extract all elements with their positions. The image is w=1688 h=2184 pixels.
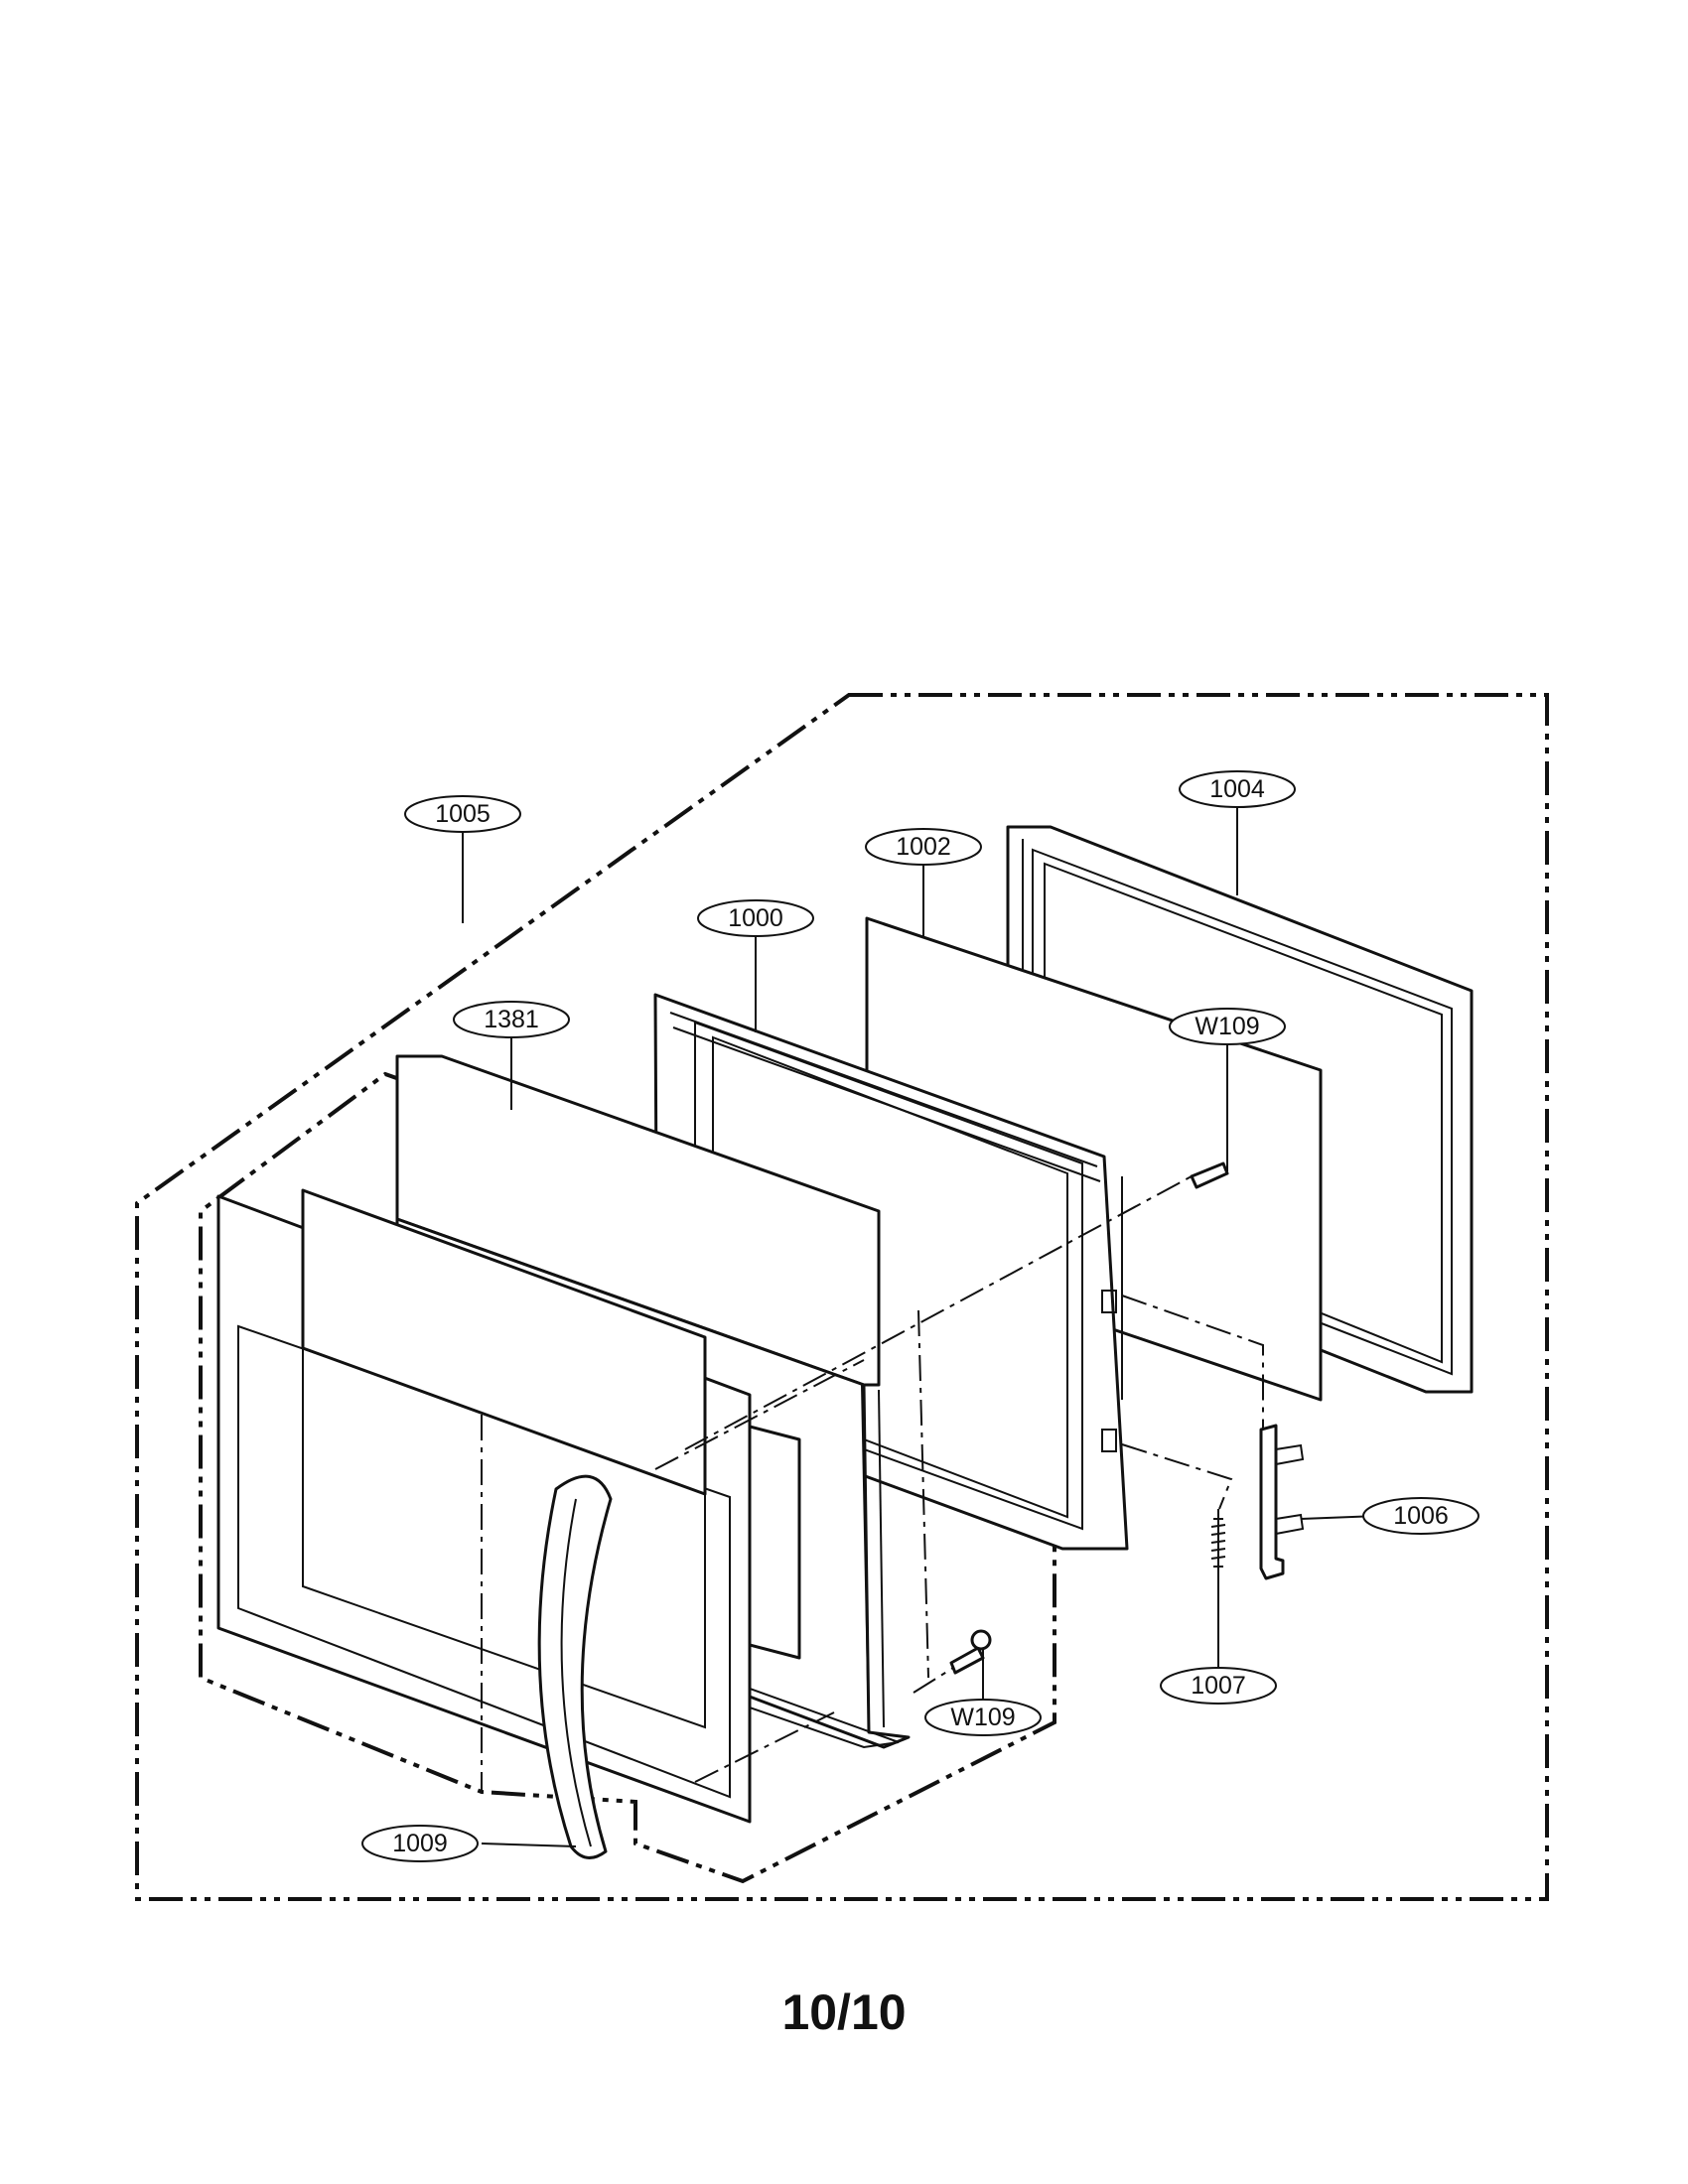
svg-text:W109: W109 bbox=[1195, 1013, 1259, 1040]
svg-text:1005: 1005 bbox=[435, 800, 491, 828]
outer-assembly-boundary bbox=[135, 693, 1549, 1901]
part-1007-spring bbox=[1210, 1509, 1226, 1578]
svg-text:W109: W109 bbox=[950, 1704, 1015, 1731]
page-number: 10/10 bbox=[781, 1984, 907, 2040]
svg-text:1004: 1004 bbox=[1209, 775, 1265, 803]
callout-1006: 1006 bbox=[1362, 1497, 1479, 1535]
screw-w109-top bbox=[1190, 1161, 1229, 1189]
assembly-line-2 bbox=[654, 1359, 865, 1470]
svg-text:1002: 1002 bbox=[896, 833, 951, 861]
svg-text:1006: 1006 bbox=[1393, 1502, 1449, 1530]
assembly-line-4 bbox=[1121, 1295, 1264, 1430]
callout-1381: 1381 bbox=[453, 1001, 570, 1038]
assembly-line-7 bbox=[917, 1309, 929, 1679]
svg-text:1000: 1000 bbox=[728, 904, 783, 932]
callout-w109-bottom: W109 bbox=[924, 1699, 1042, 1736]
front-door-panel bbox=[216, 1188, 752, 1824]
callout-1002: 1002 bbox=[865, 828, 982, 866]
callout-1004: 1004 bbox=[1179, 770, 1296, 808]
callout-1007: 1007 bbox=[1160, 1667, 1277, 1705]
callout-w109-top: W109 bbox=[1169, 1008, 1286, 1045]
svg-text:1009: 1009 bbox=[392, 1830, 448, 1857]
assembly-line-1 bbox=[684, 1175, 1193, 1450]
screw-w109-bottom bbox=[949, 1629, 992, 1675]
callout-1009: 1009 bbox=[361, 1825, 479, 1862]
part-1009-door-handle bbox=[537, 1474, 613, 1859]
part-1006-latch bbox=[1259, 1424, 1305, 1580]
leader-1009 bbox=[481, 1843, 577, 1847]
svg-text:1007: 1007 bbox=[1191, 1672, 1246, 1700]
callout-1005: 1005 bbox=[404, 795, 521, 833]
svg-text:1381: 1381 bbox=[484, 1006, 539, 1033]
assembly-line-5 bbox=[1121, 1443, 1233, 1510]
assembly-line-6 bbox=[913, 1667, 954, 1694]
assembly-line-3 bbox=[694, 1711, 835, 1783]
callout-1000: 1000 bbox=[697, 899, 814, 937]
